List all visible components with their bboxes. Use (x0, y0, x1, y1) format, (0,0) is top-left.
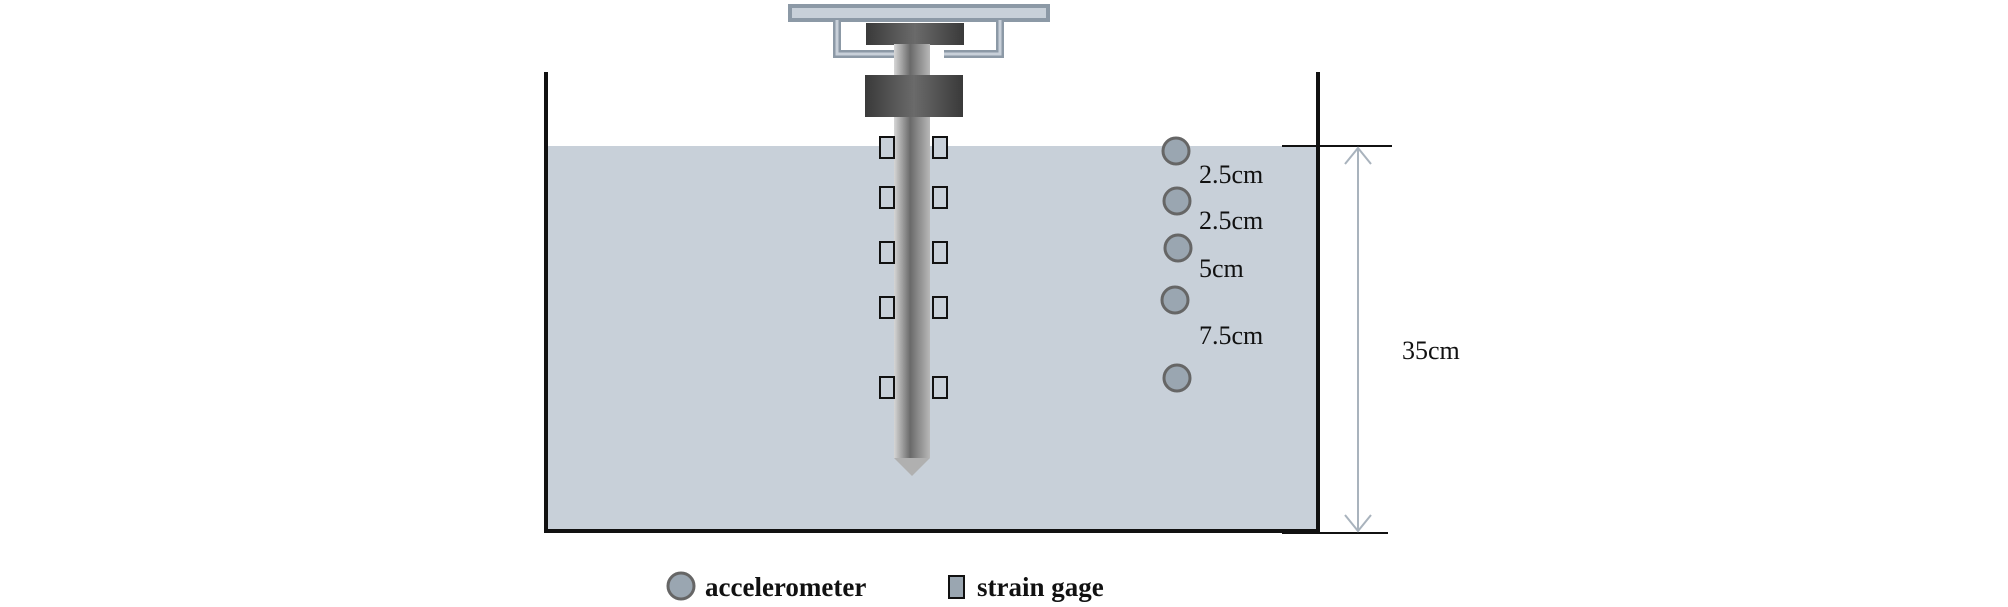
depth-arrow-up (1344, 146, 1372, 165)
pile-tip (894, 458, 930, 476)
legend-strain-gage-symbol (948, 575, 965, 599)
spacing-label-2: 2.5cm (1199, 206, 1263, 235)
depth-label: 35cm (1402, 336, 1460, 365)
strain-gage (879, 376, 895, 399)
mass-block (865, 75, 963, 117)
accelerometer (1162, 363, 1192, 393)
legend-accelerometer-symbol (666, 571, 696, 601)
accelerometers (1160, 136, 1193, 393)
strain-gage (879, 296, 895, 319)
strain-gage (932, 241, 948, 264)
legend-accelerometer-label: accelerometer (705, 572, 866, 602)
accelerometer (1160, 285, 1190, 315)
strain-gage (932, 296, 948, 319)
accelerometer (1161, 136, 1191, 166)
legend-strain-gage-label: strain gage (977, 572, 1104, 602)
strain-gage (879, 241, 895, 264)
frame-bracket-right-inner (944, 20, 1002, 56)
spacing-label-3: 5cm (1199, 254, 1244, 283)
accelerometer (1163, 233, 1193, 263)
strain-gage (932, 136, 948, 159)
legend: accelerometer strain gage (666, 571, 1104, 602)
depth-arrow-down (1344, 514, 1372, 533)
strain-gage (879, 186, 895, 209)
strain-gage (932, 376, 948, 399)
spacing-label-1: 2.5cm (1199, 160, 1263, 189)
frame-bracket-left-inner (835, 20, 896, 56)
load-cell (866, 23, 964, 45)
strain-gages (879, 136, 948, 399)
strain-gage (879, 136, 895, 159)
spacing-label-4: 7.5cm (1199, 321, 1263, 350)
strain-gage (932, 186, 948, 209)
soil-body (547, 146, 1318, 530)
loading-plate (788, 4, 1050, 22)
accelerometer (1162, 186, 1192, 216)
